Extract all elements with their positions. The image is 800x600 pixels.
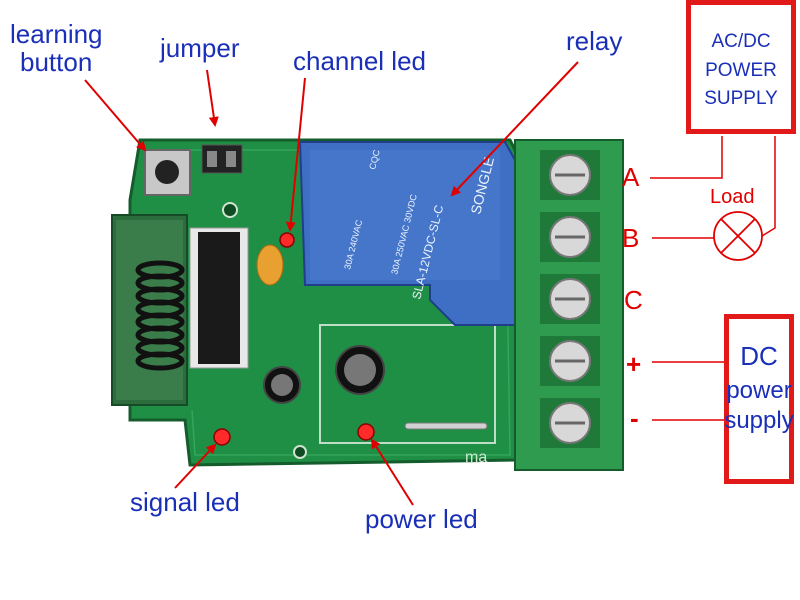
terminal-label-b: B xyxy=(622,223,640,253)
signal-led-component xyxy=(213,428,231,446)
terminal-label-minus: - xyxy=(630,403,639,433)
load-lamp-icon xyxy=(713,211,763,261)
electrolytic-capacitor-small xyxy=(263,366,301,404)
electrolytic-capacitor-large xyxy=(335,345,385,395)
load-label: Load xyxy=(710,186,755,208)
learning-button-component xyxy=(144,149,191,196)
rf-module xyxy=(111,214,188,406)
signal-led-label: signal led xyxy=(130,487,240,517)
terminal-screw-minus xyxy=(540,398,600,448)
relay-component xyxy=(298,141,516,326)
dc-box-line1: DC xyxy=(740,341,778,371)
channel-led-label: channel led xyxy=(293,46,426,76)
terminal-label-a: A xyxy=(622,162,640,192)
jumper-arrow xyxy=(206,69,219,127)
relay-arrow xyxy=(450,61,579,197)
power-led-component xyxy=(357,423,375,441)
dc-box-line3: supply xyxy=(724,407,794,434)
learning-button-label-line2: button xyxy=(20,47,93,77)
ac-dc-box-line1: AC/DC xyxy=(711,31,771,52)
jumper-component xyxy=(201,144,243,174)
ic-chip xyxy=(189,227,249,369)
terminal-screw-b xyxy=(540,212,600,262)
diode-component xyxy=(404,422,488,430)
learning-button-arrow xyxy=(84,79,147,152)
terminal-screw-plus xyxy=(540,336,600,386)
terminal-block xyxy=(514,139,624,471)
relay-label: relay xyxy=(566,26,623,56)
ac-dc-box-line3: SUPPLY xyxy=(704,88,778,109)
power-led-arrow xyxy=(370,438,414,506)
ceramic-capacitor xyxy=(256,244,284,286)
channel-led-component xyxy=(279,232,295,248)
relay-cqc-text: CQC xyxy=(367,148,382,170)
ac-dc-box-line2: POWER xyxy=(705,60,777,81)
ac-dc-power-supply-box: AC/DC POWER SUPPLY xyxy=(686,0,796,134)
wire-load-to-supply xyxy=(761,136,776,237)
terminal-screw-c xyxy=(540,274,600,324)
terminal-screw-a xyxy=(540,150,600,200)
terminal-label-c: C xyxy=(624,285,643,315)
terminal-label-plus: + xyxy=(626,349,642,379)
signal-led-arrow xyxy=(174,443,217,489)
board-mark-text: ma xyxy=(465,449,487,466)
channel-led-arrow xyxy=(285,77,306,232)
wire-a xyxy=(650,136,723,179)
jumper-label: jumper xyxy=(160,33,240,63)
learning-button-label-line1: learning xyxy=(10,19,103,49)
power-led-label: power led xyxy=(365,504,478,534)
dc-box-line2: power xyxy=(726,377,792,404)
dc-power-supply-box: DC power supply xyxy=(724,314,794,484)
